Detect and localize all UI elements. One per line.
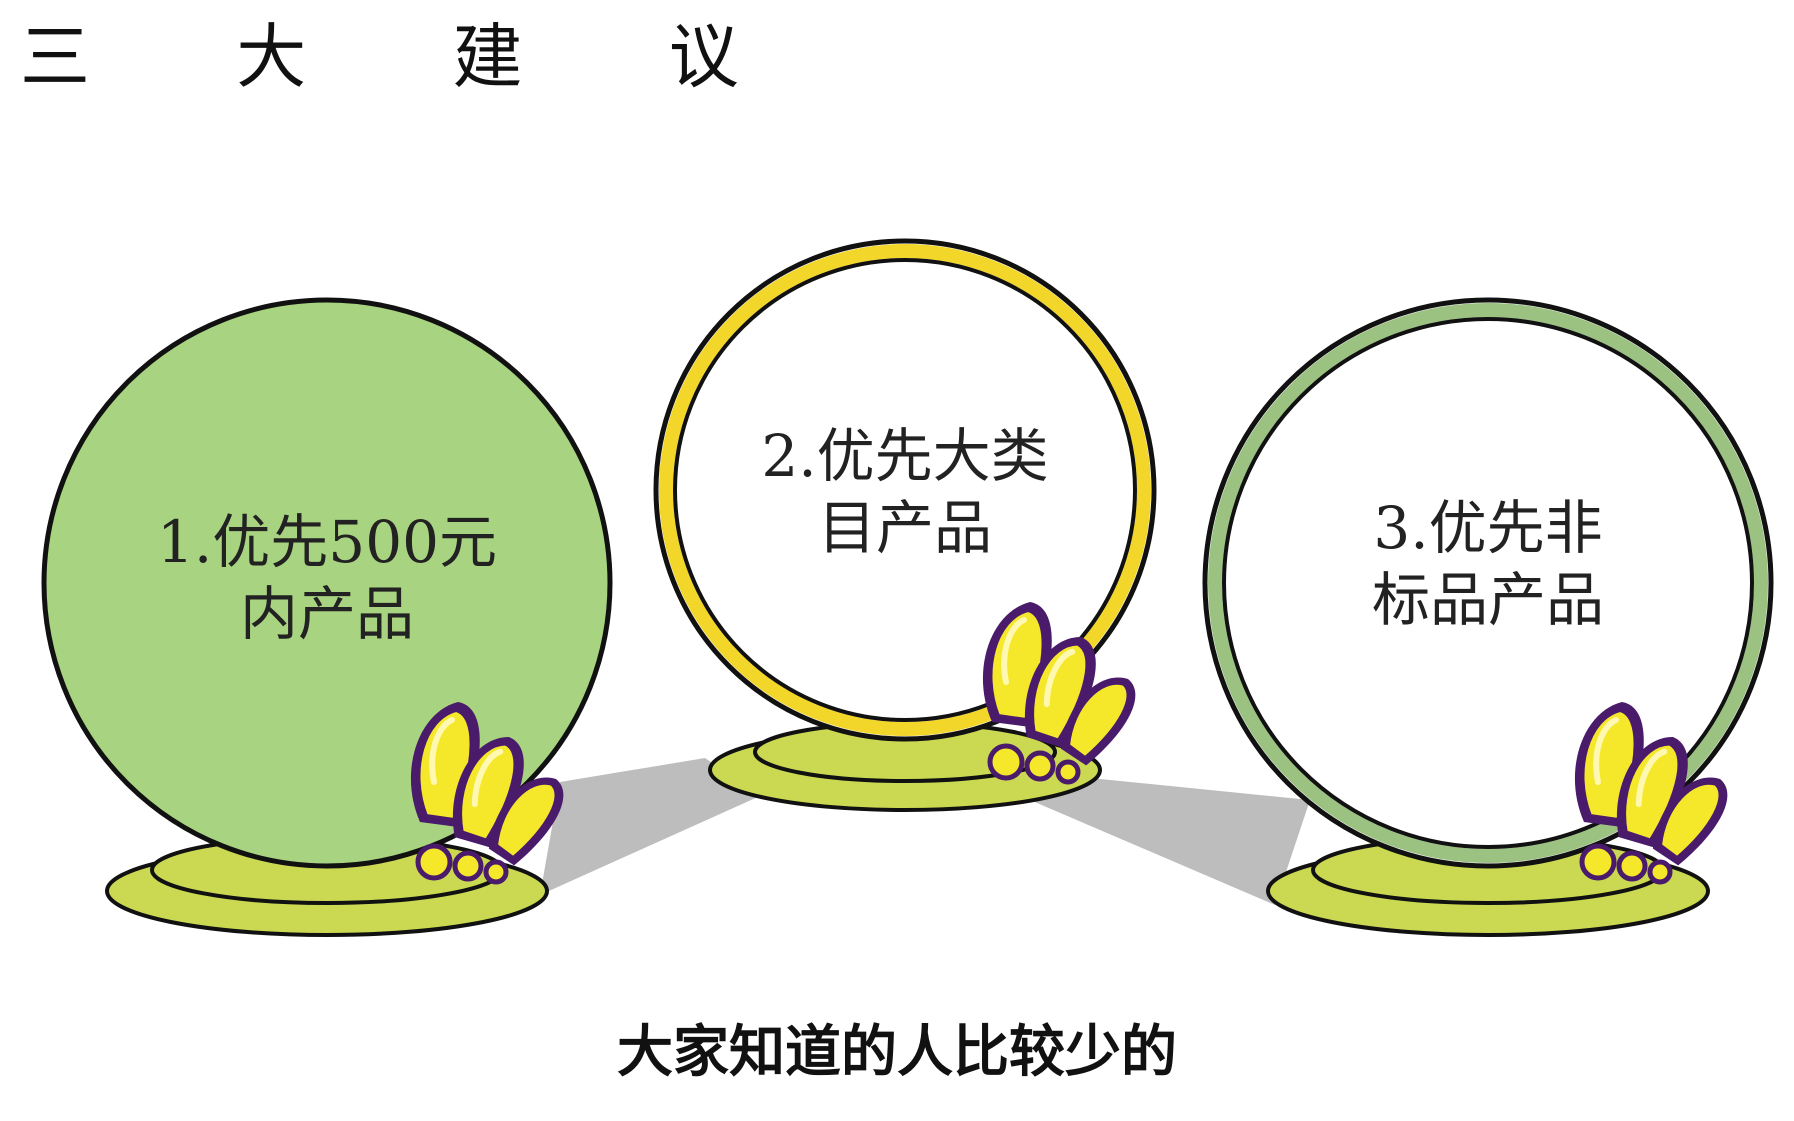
recommendation-label-3: 3.优先非 标品产品 bbox=[1288, 492, 1688, 636]
page-title: 三 大 建 议 bbox=[20, 16, 801, 98]
recommendation-3-line1: 3.优先非 bbox=[1373, 494, 1603, 562]
caption: 大家知道的人比较少的 bbox=[617, 1020, 1177, 1085]
recommendation-label-2: 2.优先大类 目产品 bbox=[705, 420, 1105, 564]
connector-right bbox=[1030, 778, 1310, 905]
recommendation-2-line1: 2.优先大类 bbox=[761, 422, 1049, 490]
recommendation-3-line2: 标品产品 bbox=[1371, 566, 1604, 634]
recommendation-label-1: 1.优先500元 内产品 bbox=[127, 506, 527, 650]
connector-left bbox=[540, 758, 760, 895]
recommendation-1-line2: 内产品 bbox=[239, 580, 414, 648]
recommendation-2-line2: 目产品 bbox=[817, 494, 992, 562]
recommendation-1-line1: 1.优先500元 bbox=[156, 508, 498, 576]
